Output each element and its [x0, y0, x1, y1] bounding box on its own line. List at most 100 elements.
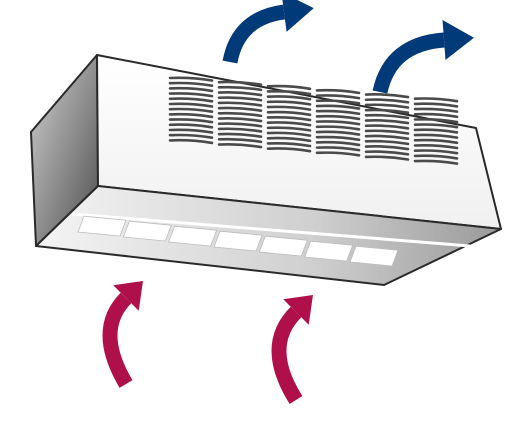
grille-slat [217, 127, 263, 133]
grille-slat [413, 118, 459, 124]
grille-slat [364, 108, 410, 114]
grille-slat [266, 147, 312, 153]
grille-slat [168, 118, 214, 124]
grille-slat [266, 121, 312, 127]
grille-slat [217, 96, 263, 102]
outlet-panel [258, 235, 308, 257]
grille-slat [413, 102, 459, 108]
grille-slat [315, 146, 361, 152]
grille-slat [266, 89, 312, 96]
grille-slat [217, 80, 263, 86]
grille-slat [217, 137, 263, 144]
grille-slat [315, 94, 361, 100]
inflow-arrow-left [102, 281, 143, 388]
grille-slat [217, 106, 263, 112]
grille-slat [315, 151, 361, 157]
grille-block [413, 97, 459, 165]
grille-slat [217, 143, 263, 149]
grille-slat [364, 129, 410, 135]
grille-slat [413, 154, 459, 160]
outflow-arrow-right [372, 20, 474, 94]
grille-slat [364, 134, 410, 140]
outflow-arrow-left [222, 0, 314, 64]
outlet-panel [349, 245, 399, 267]
grille-slat [364, 93, 410, 99]
grille-slat [168, 76, 214, 82]
grille-slat [266, 115, 312, 122]
grille-slat [217, 101, 263, 107]
grille-slat [168, 107, 214, 114]
grille-slat [413, 133, 459, 139]
grille-slat [413, 144, 459, 150]
grille-slat [315, 125, 361, 131]
grille-slat [266, 100, 312, 106]
grille-slat [315, 109, 361, 116]
outlet-panel [122, 220, 172, 242]
grille-slat [364, 98, 410, 104]
grille-block [364, 93, 410, 161]
grille-slat [364, 119, 410, 125]
grille-slat [364, 150, 410, 156]
grille-slat [315, 114, 361, 121]
outlet-panel-row [77, 215, 399, 267]
grille-slat [168, 97, 214, 103]
inflow-arrow-right [271, 295, 313, 404]
grille-slat [315, 104, 361, 110]
grille-slat [266, 141, 312, 148]
grille-slat [364, 139, 410, 146]
grille-slat [217, 132, 263, 138]
grille-slat [217, 111, 263, 118]
grille-slat [266, 105, 312, 111]
grille-slat [315, 135, 361, 142]
grille-slat [266, 110, 312, 117]
outlet-panel [213, 230, 263, 252]
grille-slat [413, 138, 459, 145]
grille-block [168, 76, 214, 145]
grille-slat [266, 136, 312, 143]
grille-slat [168, 123, 214, 129]
grille-block [266, 84, 312, 153]
outflow-arrows [222, 0, 474, 94]
grille-slat [168, 92, 214, 98]
grille-slat [315, 120, 361, 126]
grille-slat [217, 117, 263, 123]
grille-block [315, 88, 361, 157]
grille-slat [266, 84, 312, 91]
front-edge-highlight [71, 212, 471, 248]
grille-slat [364, 113, 410, 120]
grille-slat [168, 138, 214, 145]
grille-slat [364, 145, 410, 151]
top-grille [168, 76, 459, 165]
grille-slat [168, 102, 214, 108]
grille-slat [413, 149, 459, 155]
grille-block [217, 80, 263, 149]
grille-slat [217, 122, 263, 128]
grille-slat [315, 99, 361, 105]
inflow-arrows [102, 281, 313, 404]
grille-slat [266, 95, 312, 101]
grille-slat [413, 112, 459, 119]
outlet-panel [77, 215, 127, 237]
outlet-panel [168, 225, 218, 247]
grille-slat [413, 107, 459, 113]
outlet-panel [304, 240, 354, 262]
grille-slat [168, 128, 214, 134]
grille-slat [266, 126, 312, 132]
grille-slat [168, 81, 214, 88]
grille-slat [217, 85, 263, 92]
grille-slat [168, 133, 214, 140]
grille-slat [413, 123, 459, 129]
grille-slat [413, 97, 459, 103]
grille-slat [364, 124, 410, 130]
grille-slat [315, 140, 361, 147]
grille-slat [315, 88, 361, 95]
grille-slat [217, 91, 263, 97]
grille-slat [364, 103, 410, 109]
grille-slat [413, 128, 459, 134]
grille-slat [315, 130, 361, 136]
grille-slat [413, 159, 459, 165]
grille-slat [168, 86, 214, 93]
grille-slat [168, 112, 214, 119]
